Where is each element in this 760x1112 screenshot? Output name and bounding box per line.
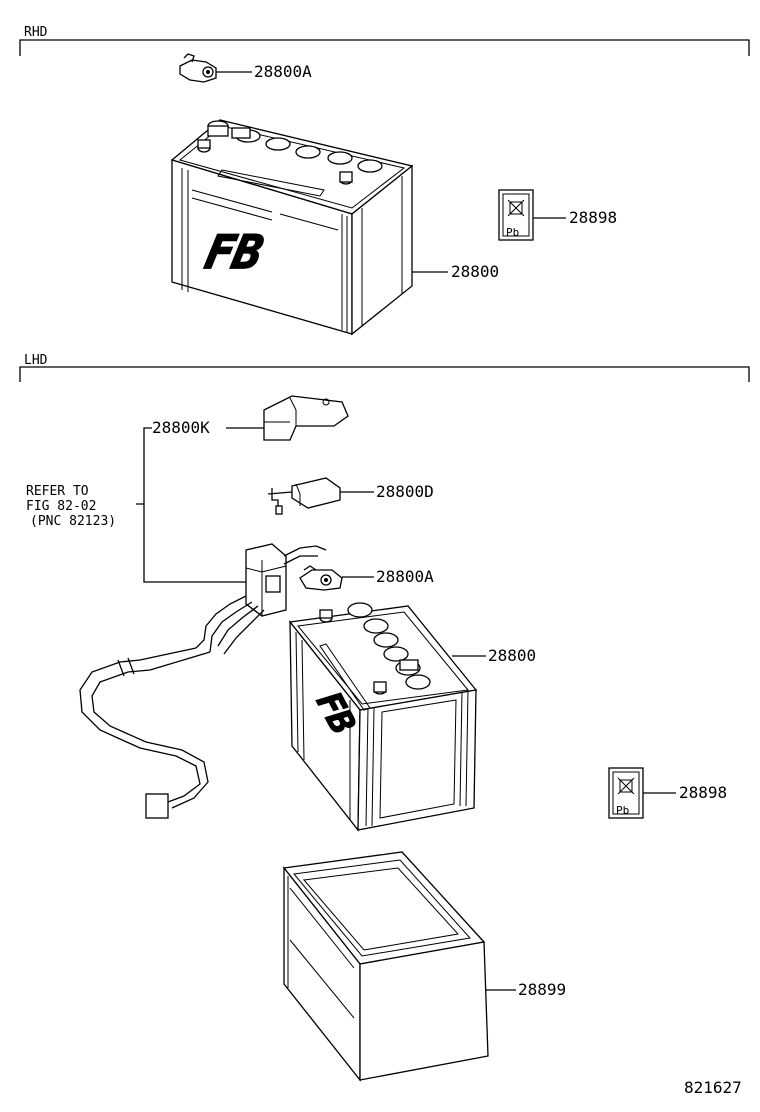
lhd-battery-caps [319, 602, 431, 695]
rhd-battery[interactable]: FB [170, 119, 448, 336]
lhd-caution-label[interactable] [608, 767, 676, 819]
rhd-battery-logo: FB [201, 225, 268, 278]
lhd-cover-k-part-number[interactable]: 28800K [152, 418, 210, 437]
rhd-section-title: RHD [24, 25, 48, 40]
lhd-battery-part-number[interactable]: 28800 [488, 646, 536, 665]
lhd-fusible-link-harness[interactable] [79, 543, 327, 819]
refer-note-line3: (PNC 82123) [30, 514, 116, 529]
rhd-label-part-number[interactable]: 28898 [569, 208, 617, 227]
lhd-battery[interactable]: FB [288, 602, 486, 832]
rhd-terminal-clamp[interactable] [179, 53, 252, 83]
rhd-terminal-part-number[interactable]: 28800A [254, 62, 312, 81]
lhd-terminal-part-number[interactable]: 28800A [376, 567, 434, 586]
lhd-terminal-cover-d[interactable] [267, 477, 374, 515]
rhd-battery-part-number[interactable]: 28800 [451, 262, 499, 281]
refer-note-line1: REFER TO [26, 484, 89, 499]
rhd-caution-label-symbol: Pb [506, 226, 519, 239]
lhd-cover-d-part-number[interactable]: 28800D [376, 482, 434, 501]
rhd-section: RHD 28800A [19, 25, 750, 336]
rhd-battery-caps [197, 120, 383, 185]
lhd-section: LHD 28800K 28800D REFER TO FIG 82-02 (PN… [19, 353, 750, 1082]
lhd-battery-tray[interactable] [282, 851, 516, 1082]
rhd-caution-label[interactable] [498, 189, 566, 241]
lhd-terminal-cover-k[interactable] [226, 395, 349, 441]
refer-bracket [136, 427, 246, 583]
refer-note-line2: FIG 82-02 [26, 499, 96, 514]
lhd-terminal-clamp[interactable] [299, 565, 374, 591]
figure-id: 821627 [684, 1078, 742, 1097]
lhd-section-bracket [19, 366, 750, 382]
lhd-section-title: LHD [24, 353, 48, 368]
rhd-section-bracket [19, 39, 750, 56]
lhd-label-part-number[interactable]: 28898 [679, 783, 727, 802]
lhd-caution-label-symbol: Pb [616, 804, 629, 817]
lhd-tray-part-number[interactable]: 28899 [518, 980, 566, 999]
